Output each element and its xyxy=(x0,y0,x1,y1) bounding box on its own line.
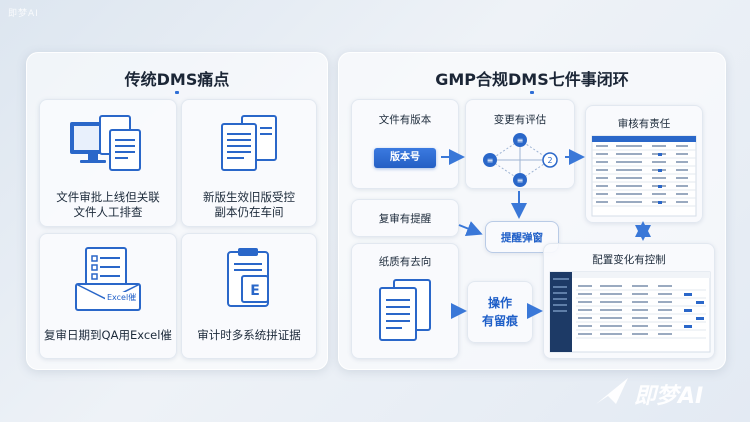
pain-card-version: 新版生效旧版受控 副本仍在车间 xyxy=(181,99,317,227)
box-file-version: 文件有版本 版本号 xyxy=(351,99,459,189)
box-review-reminder: 复审有提醒 xyxy=(351,199,459,237)
operation-trace-text: 操作 有留痕 xyxy=(468,294,532,330)
evaluation-network-diagram: ≡ ≡ 2 ≡ xyxy=(483,133,558,187)
title-accent-tick xyxy=(530,91,534,94)
right-panel-title: GMP合规DMS七件事闭环 xyxy=(435,70,629,89)
box-paper-whereabouts: 纸质有去向 xyxy=(351,243,459,359)
box-paper-label: 纸质有去向 xyxy=(378,256,432,268)
pain-card-review-date-text: 复审日期到QA用Excel催 xyxy=(40,328,176,343)
pain-card-line: 复审日期到QA用Excel催 xyxy=(44,328,172,342)
box-review-resp-label: 审核有责任 xyxy=(617,118,671,130)
right-panel: GMP合规DMS七件事闭环 文件有版本 版本号 变更有评估 ≡ ≡ 2 ≡ 审核… xyxy=(338,52,726,370)
pain-card-line: 审计时多系统拼证据 xyxy=(197,328,301,342)
box-review-reminder-label: 复审有提醒 xyxy=(378,213,432,225)
pain-card-audit-text: 审计时多系统拼证据 xyxy=(182,328,316,343)
excel-icon-label: Excel催 xyxy=(105,292,139,303)
node-bottom-icon: ≡ xyxy=(517,176,524,185)
pain-card-review-date: Excel催 复审日期到QA用Excel催 xyxy=(39,233,177,359)
reminder-popup-label: 提醒弹窗 xyxy=(501,232,543,244)
config-dashboard-thumbnail xyxy=(549,271,711,353)
left-panel-title: 传统DMS痛点 xyxy=(124,70,230,89)
pain-card-line: 副本仍在车间 xyxy=(214,205,284,219)
stacked-documents-icon xyxy=(221,115,277,171)
box-review-responsibility: 审核有责任 xyxy=(585,105,703,223)
computer-documents-icon xyxy=(70,115,141,171)
box-file-version-label: 文件有版本 xyxy=(378,114,432,126)
box-change-eval: 变更有评估 ≡ ≡ 2 ≡ xyxy=(465,99,575,189)
paper-documents-icon xyxy=(379,279,431,341)
pain-card-audit: E 审计时多系统拼证据 xyxy=(181,233,317,359)
operation-trace-line: 有留痕 xyxy=(481,314,518,328)
review-table-thumbnail xyxy=(591,135,697,217)
excel-checklist-icon xyxy=(75,247,141,311)
pain-card-line: 新版生效旧版受控 xyxy=(203,190,295,204)
clipboard-evidence-icon: E xyxy=(227,248,269,307)
box-config-label: 配置变化有控制 xyxy=(592,254,666,266)
pain-card-approval-text: 文件审批上线但关联 文件人工排查 xyxy=(40,190,176,220)
watermark-text: 即梦AI xyxy=(8,9,39,19)
title-accent-tick xyxy=(175,91,179,94)
pain-card-version-text: 新版生效旧版受控 副本仍在车间 xyxy=(182,190,316,220)
node-top-icon: ≡ xyxy=(517,136,524,145)
logo-text: 即梦AI xyxy=(634,384,704,409)
box-config-control: 配置变化有控制 xyxy=(543,243,715,359)
node-right-label: 2 xyxy=(547,156,552,165)
box-change-eval-label: 变更有评估 xyxy=(493,114,547,126)
pain-card-line: 文件审批上线但关联 xyxy=(56,190,160,204)
pain-card-approval: 文件审批上线但关联 文件人工排查 xyxy=(39,99,177,227)
version-number-button[interactable]: 版本号 xyxy=(374,148,436,168)
flow-arrows xyxy=(441,149,651,319)
node-left-icon: ≡ xyxy=(487,156,494,165)
left-panel: 传统DMS痛点 文件审批上线但关联 文件人工排查 xyxy=(26,52,328,370)
pain-card-line: 文件人工排查 xyxy=(73,205,143,219)
logo-mark-icon xyxy=(596,378,628,404)
svg-text:E: E xyxy=(250,283,260,299)
box-operation-trace: 操作 有留痕 xyxy=(467,281,533,343)
operation-trace-line: 操作 xyxy=(487,296,512,310)
